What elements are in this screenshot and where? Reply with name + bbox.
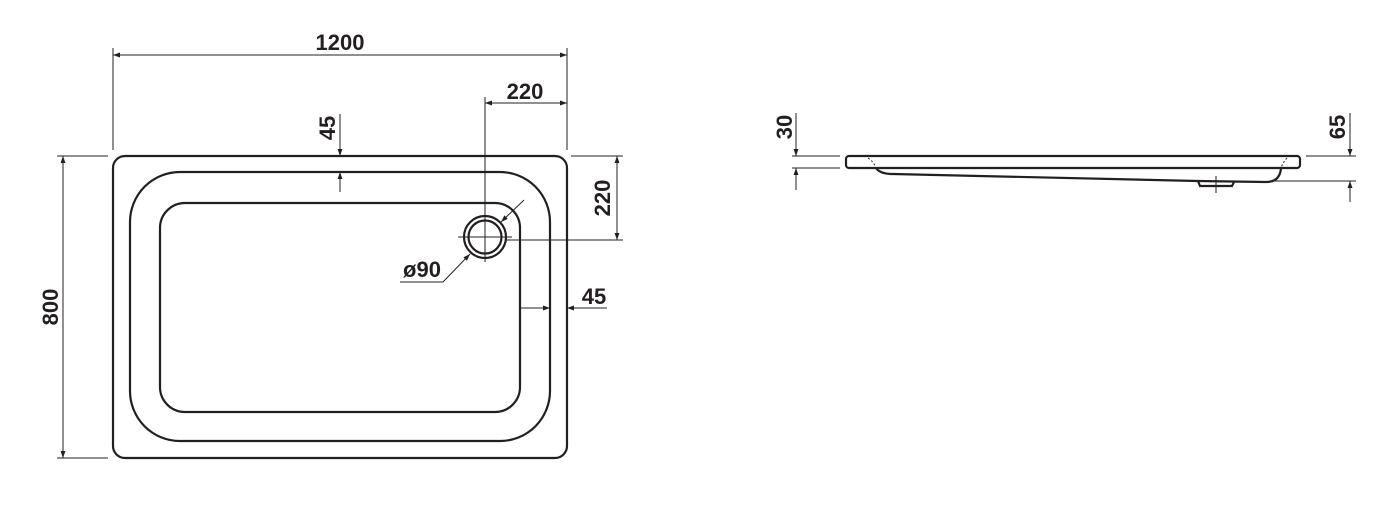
dimension-total-height-label: 65 [1325,115,1350,139]
dimension-width-label: 1200 [316,30,365,55]
dimension-rim-height-label: 30 [772,115,797,139]
top-view: 1200 220 45 220 45 [38,30,623,460]
dimension-drain-x-label: 220 [507,79,544,104]
dimension-length-label: 800 [38,289,63,326]
side-drain [1196,176,1235,193]
dimension-drain-x: 220 [485,79,568,150]
dimension-rim-top-label: 45 [315,116,340,140]
dimension-rim-side: 45 [520,284,607,311]
dimension-width: 1200 [112,30,568,150]
dimension-rim-height: 30 [772,113,840,190]
dimension-drain-y: 220 [506,155,623,241]
drain [458,97,512,262]
tray-rim-profile [844,154,1302,170]
tray-basin-profile [875,167,1283,184]
tray-rim-inner [128,170,552,443]
tray-basin [158,201,522,414]
dimension-drain-y-label: 220 [590,180,615,217]
dimension-total-height: 65 [1270,113,1356,202]
side-view: 30 65 [772,113,1356,202]
dimension-rim-top: 45 [315,114,343,192]
dimension-drain-diameter-label: ø90 [403,257,441,282]
dimension-rim-side-label: 45 [582,284,606,309]
dimension-length: 800 [38,155,108,459]
dimension-drain-diameter: ø90 [400,199,525,283]
